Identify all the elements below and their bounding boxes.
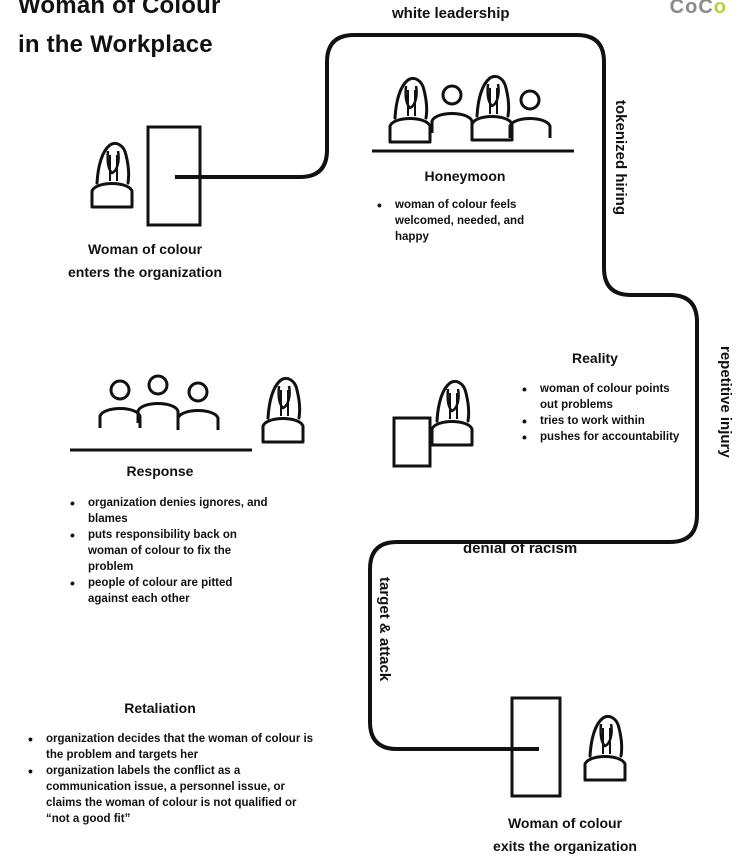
label-denial-of-racism: denial of racism — [463, 540, 578, 557]
label-tokenized-hiring: tokenized hiring — [612, 100, 629, 216]
reality-bullet: pushes for accountability — [520, 429, 680, 445]
exit-woman-icon — [583, 714, 627, 782]
reality-woman-icon — [430, 379, 474, 447]
honeymoon-group-icon — [388, 74, 552, 144]
response-title: Response — [126, 463, 194, 479]
reality-title: Reality — [572, 350, 618, 366]
response-group-icon — [98, 374, 220, 432]
brand-logo: CoCo — [670, 0, 727, 19]
reality-bullets: woman of colour points out problems trie… — [520, 381, 680, 445]
enter-woman-icon — [90, 141, 134, 209]
response-bullets: organization denies ignores, and blames … — [68, 495, 268, 607]
honeymoon-bullets: woman of colour feels welcomed, needed, … — [375, 197, 550, 245]
honeymoon-title: Honeymoon — [424, 168, 506, 184]
brand-logo-accent: o — [713, 0, 727, 18]
enter-label-line1: Woman of colour — [87, 241, 203, 257]
page-title-line2: in the Workplace — [18, 31, 213, 58]
exit-label-line2: exits the organization — [493, 838, 637, 854]
response-woman-icon — [261, 376, 305, 444]
reality-bullet: tries to work within — [520, 413, 680, 429]
label-target-attack: target & attack — [376, 577, 393, 682]
retaliation-bullets: organization decides that the woman of c… — [26, 731, 316, 827]
enter-label: Woman of colour enters the organization — [40, 238, 250, 284]
exit-door-icon — [510, 696, 562, 798]
response-bullet: organization denies ignores, and blames — [68, 495, 268, 527]
enter-label-line2: enters the organization — [67, 264, 223, 280]
label-white-leadership: white leadership — [392, 5, 510, 22]
honeymoon-bullet: woman of colour feels welcomed, needed, … — [375, 197, 550, 245]
exit-label-line1: Woman of colour — [507, 815, 623, 831]
enter-door-icon — [146, 125, 202, 227]
journey-path — [175, 33, 699, 751]
retaliation-title: Retaliation — [124, 700, 196, 716]
label-repetitive-injury: repetitive injury — [717, 346, 734, 458]
reality-bullet: woman of colour points out problems — [520, 381, 680, 413]
response-bullet: puts responsibility back on woman of col… — [68, 527, 268, 575]
exit-label: Woman of colour exits the organization — [470, 812, 660, 858]
brand-logo-main: CoC — [669, 0, 714, 18]
response-bullet: people of colour are pitted against each… — [68, 575, 268, 607]
page-title-line1: Woman of Colour — [18, 0, 221, 19]
retaliation-bullet: organization labels the conflict as a co… — [26, 763, 316, 827]
reality-paper-icon — [392, 416, 432, 468]
retaliation-bullet: organization decides that the woman of c… — [26, 731, 316, 763]
